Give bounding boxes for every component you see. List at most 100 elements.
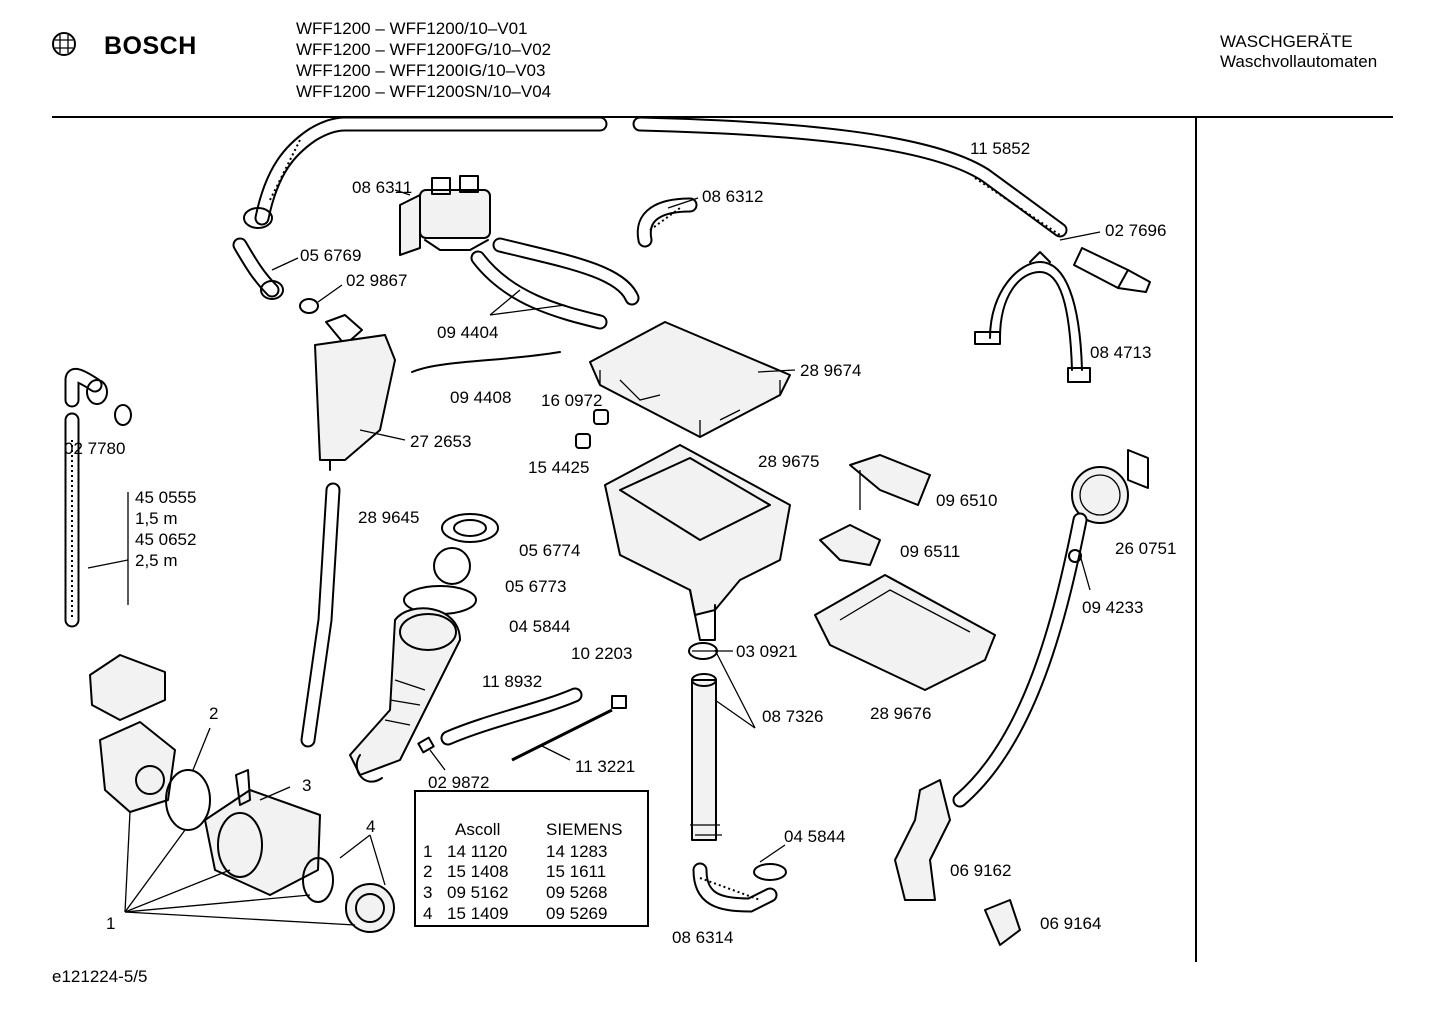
label-087326: 08 7326 (762, 707, 823, 726)
page-id: e121224-5/5 (52, 967, 147, 986)
label-260751: 26 0751 (1115, 539, 1176, 558)
drain-hose-illustration (64, 367, 132, 628)
label-045844-a: 04 5844 (509, 617, 570, 636)
hose-variant-2: 1,5 m (135, 509, 178, 528)
switch-096510-illustration (849, 454, 931, 510)
table-row-2-index: 2 (423, 862, 432, 881)
hose-28-pipe-illustration (300, 482, 341, 748)
callout-4: 4 (366, 817, 375, 836)
label-094408: 09 4408 (450, 388, 511, 407)
dispenser-lid-289674-illustration (589, 321, 791, 438)
plug-154425 (575, 433, 591, 449)
label-118932: 11 8932 (482, 672, 542, 691)
cylinder-027696-illustration (1073, 247, 1151, 293)
rod-113221 (511, 708, 613, 762)
seal-4 (302, 857, 334, 903)
label-086311: 08 6311 (352, 178, 412, 197)
bracket-069162-illustration (894, 779, 951, 901)
table-row-1-ascoll: 14 1120 (447, 842, 507, 861)
seal-029867 (299, 298, 319, 314)
label-094233: 09 4233 (1082, 598, 1143, 617)
leader-lines (124, 189, 1101, 926)
table-row-3-ascoll: 09 5162 (447, 883, 508, 902)
inlet-hose-illustration (243, 116, 1068, 238)
category-subtitle: Waschvollautomaten (1220, 52, 1377, 71)
label-102203: 10 2203 (571, 644, 632, 663)
callout-3: 3 (302, 776, 311, 795)
table-header-ascoll: Ascoll (455, 820, 500, 839)
pump-motor-illustration (99, 721, 176, 813)
model-line-4: WFF1200 – WFF1200SN/10–V04 (296, 82, 551, 101)
model-line-2: WFF1200 – WFF1200FG/10–V02 (296, 40, 551, 59)
hose-variant-1: 45 0555 (135, 488, 196, 507)
label-289645: 28 9645 (358, 508, 419, 527)
table-row-4-ascoll: 15 1409 (447, 904, 508, 923)
table-row-3-index: 3 (423, 883, 432, 902)
label-045844-b: 04 5844 (784, 827, 845, 846)
callout-2: 2 (209, 704, 218, 723)
label-029872: 02 9872 (428, 773, 489, 792)
brand-name: BOSCH (104, 32, 197, 60)
label-113221: 11 3221 (575, 757, 635, 776)
label-056773: 05 6773 (505, 577, 566, 596)
elbow-086312-illustration (636, 197, 698, 248)
label-056769: 05 6769 (300, 246, 361, 265)
pump-cover-illustration (89, 654, 166, 721)
label-094404: 09 4404 (437, 323, 498, 342)
label-289675: 28 9675 (758, 452, 819, 471)
hose-094408 (411, 351, 561, 373)
label-069164: 06 9164 (1040, 914, 1101, 933)
switch-096511-illustration (819, 524, 881, 566)
label-029867: 02 9867 (346, 271, 407, 290)
hose-variant-4: 2,5 m (135, 551, 178, 570)
plug-160972 (593, 409, 609, 425)
elbow-056769-illustration (232, 237, 284, 300)
elbow-086314-illustration (692, 862, 787, 913)
hose-094404-illustration (470, 237, 640, 330)
drawer-289676-illustration (814, 574, 996, 691)
category-title: WASCHGERÄTE (1220, 32, 1353, 51)
table-row-3-siemens: 09 5268 (546, 883, 607, 902)
label-027696: 02 7696 (1105, 221, 1166, 240)
label-115852: 11 5852 (970, 139, 1030, 158)
water-valve-illustration (399, 175, 491, 256)
model-line-3: WFF1200 – WFF1200IG/10–V03 (296, 61, 545, 80)
bosch-logo (52, 32, 76, 56)
label-086312: 08 6312 (702, 187, 763, 206)
table-row-1-index: 1 (423, 842, 432, 861)
bellows-illustration (349, 513, 499, 783)
tank-272653-illustration (314, 314, 396, 471)
label-272653: 27 2653 (410, 432, 471, 451)
variant-table: Ascoll SIEMENS 1 14 1120 14 1283 2 15 14… (414, 790, 649, 927)
label-086314: 08 6314 (672, 928, 733, 947)
callout-1: 1 (106, 914, 115, 933)
table-row-2-siemens: 15 1611 (546, 862, 606, 881)
filter-4-illustration (345, 883, 395, 933)
cap-069164-illustration (984, 899, 1021, 946)
pressure-switch-260751-illustration (1071, 449, 1149, 524)
seal-2 (165, 769, 211, 831)
pipe-087326-illustration (688, 642, 722, 841)
label-027780: 02 7780 (64, 439, 125, 458)
label-289676: 28 9676 (870, 704, 931, 723)
label-096510: 09 6510 (936, 491, 997, 510)
label-030921: 03 0921 (736, 642, 797, 661)
model-line-1: WFF1200 – WFF1200/10–V01 (296, 19, 528, 38)
label-160972: 16 0972 (541, 391, 602, 410)
label-084713: 08 4713 (1090, 343, 1151, 362)
table-row-4-index: 4 (423, 904, 432, 923)
table-row-4-siemens: 09 5269 (546, 904, 607, 923)
label-056774: 05 6774 (519, 541, 580, 560)
table-header-siemens: SIEMENS (546, 820, 623, 839)
hose-variant-3: 45 0652 (135, 530, 196, 549)
pump-housing-3-illustration (204, 769, 321, 896)
dispenser-housing-289675-illustration (604, 444, 791, 641)
clamp-084713-illustration (974, 251, 1091, 383)
table-row-2-ascoll: 15 1408 (447, 862, 508, 881)
label-289674: 28 9674 (800, 361, 861, 380)
label-154425: 15 4425 (528, 458, 589, 477)
label-069162: 06 9162 (950, 861, 1011, 880)
table-row-1-siemens: 14 1283 (546, 842, 607, 861)
label-096511: 09 6511 (900, 542, 960, 561)
